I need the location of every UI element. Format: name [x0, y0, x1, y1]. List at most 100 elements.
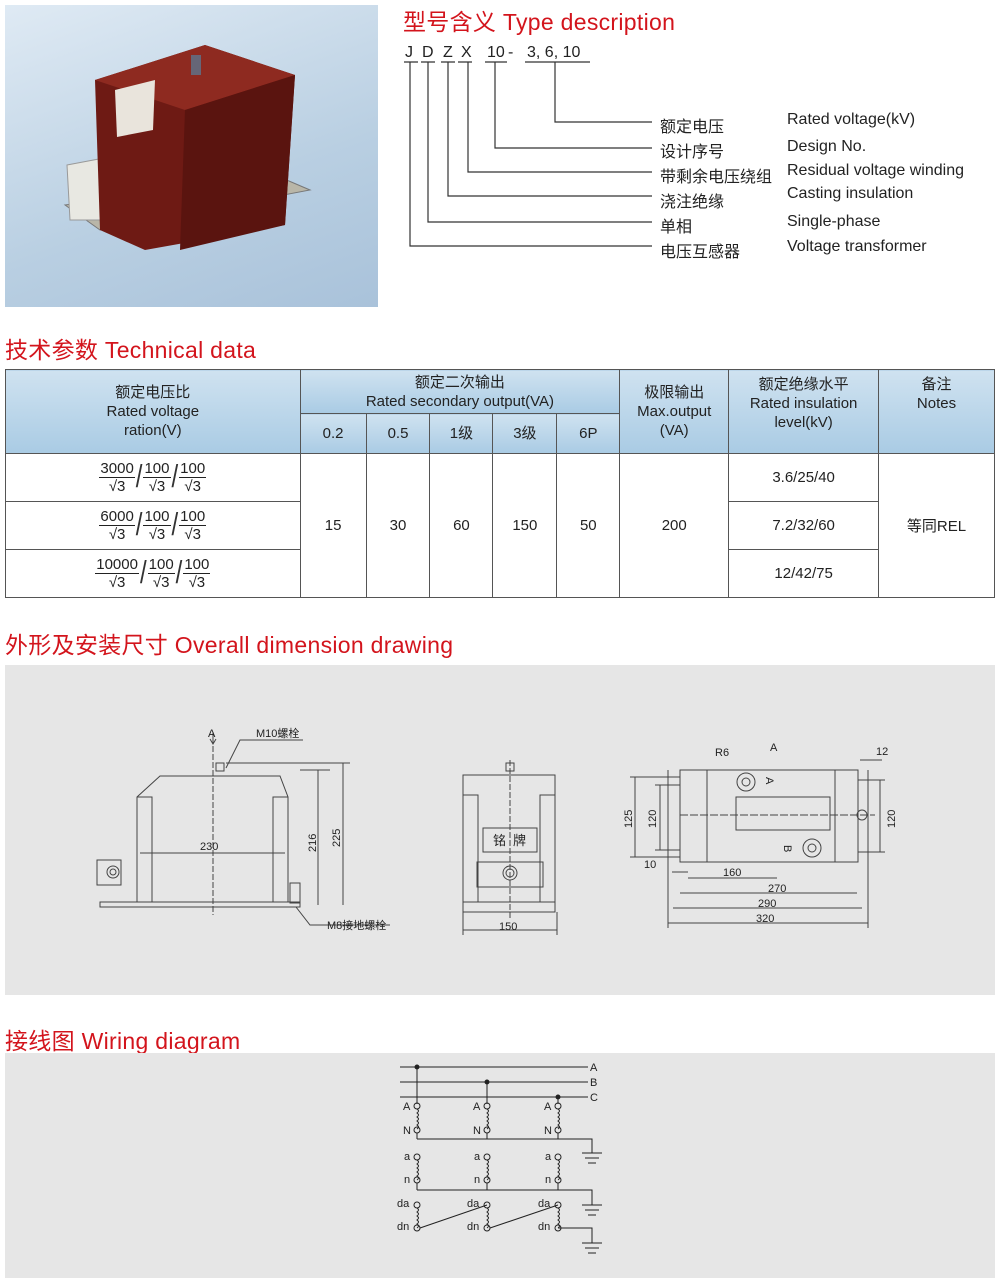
dim-120-right: 120	[886, 810, 898, 828]
table-row: 6000√3/100√3/100√3 7.2/32/60	[5, 501, 995, 550]
winding-coil	[416, 1159, 419, 1181]
product-photo	[5, 5, 378, 307]
desc-cn: 额定电压	[660, 119, 725, 136]
terminal-label: dn	[397, 1221, 409, 1233]
label-m8-ground-bolt: M8接地螺栓	[327, 918, 386, 932]
dim-230: 230	[200, 841, 218, 853]
terminal-label: dn	[467, 1221, 479, 1233]
terminal-label: a	[474, 1151, 481, 1163]
header-class: 6P	[556, 413, 621, 454]
terminal-label: A	[473, 1101, 481, 1113]
insulation-level: 3.6/25/40	[728, 453, 880, 502]
dim-10: 10	[644, 859, 656, 871]
type-description-heading: 型号含义 Type description	[403, 9, 676, 35]
code-voltage: 3, 6, 10	[527, 44, 581, 61]
desc-cn: 浇注绝缘	[660, 194, 725, 211]
terminal-label: N	[403, 1125, 411, 1137]
voltage-ratio: 3000√3/100√3/100√3	[5, 453, 301, 502]
desc-en: Voltage transformer	[787, 238, 927, 255]
code-dash: -	[508, 44, 514, 61]
terminal	[483, 1153, 491, 1161]
output-1: 60	[429, 453, 494, 598]
insulation-level: 7.2/32/60	[728, 501, 880, 550]
dim-120-left: 120	[647, 810, 659, 828]
insulation-level: 12/42/75	[728, 549, 880, 598]
terminal-label: n	[474, 1174, 480, 1186]
terminal-label: da	[397, 1198, 410, 1210]
desc-en: Single-phase	[787, 213, 881, 230]
bus-a-label: A	[590, 1062, 598, 1074]
terminal	[554, 1153, 562, 1161]
terminal	[413, 1201, 421, 1209]
bus-c-label: C	[590, 1092, 598, 1104]
voltage-ratio: 10000√3/100√3/100√3	[5, 549, 301, 598]
terminal-label: A	[403, 1101, 411, 1113]
header-class: 1级	[429, 413, 494, 454]
terminal-label: N	[473, 1125, 481, 1137]
output-0.5: 30	[365, 453, 431, 598]
winding-coil	[557, 1108, 560, 1130]
terminal-label: N	[544, 1125, 552, 1137]
desc-en: Casting insulation	[787, 185, 914, 202]
header-class: 3级	[492, 413, 558, 454]
winding-coil	[486, 1108, 489, 1130]
dim-12: 12	[876, 746, 888, 758]
front-view	[462, 760, 558, 935]
desc-cn: 设计序号	[660, 144, 725, 161]
dim-150: 150	[499, 921, 517, 933]
desc-cn: 单相	[660, 219, 693, 236]
code-10: 10	[487, 44, 505, 61]
output-0.2: 15	[299, 453, 367, 598]
terminal-label: dn	[538, 1221, 550, 1233]
model-code: J D Z X 10 - 3, 6, 10	[403, 44, 603, 66]
desc-en: Design No.	[787, 138, 867, 155]
terminal	[483, 1126, 491, 1134]
dim-290: 290	[758, 898, 776, 910]
winding-coil	[486, 1159, 489, 1181]
ground-icon	[582, 1242, 602, 1254]
terminal-label: a	[404, 1151, 411, 1163]
nameplate-char: 铭	[493, 833, 506, 848]
desc-en: Rated voltage(kV)	[787, 111, 916, 128]
table-row: 3000√3/100√3/100√3 15 30 60 150 50 200 3…	[5, 453, 995, 598]
label-a: A	[208, 728, 216, 740]
terminal-a: A	[763, 777, 775, 785]
dimension-drawing: A M10螺栓 M8接地螺栓 230 216 225 铭 牌 150 R6 A …	[96, 726, 898, 935]
side-view	[96, 732, 390, 926]
winding-coil	[486, 1207, 489, 1229]
notes: 等同REL	[878, 453, 995, 598]
terminal-label: n	[404, 1174, 410, 1186]
dim-125: 125	[623, 810, 635, 828]
winding-coil	[416, 1108, 419, 1130]
code-d: D	[422, 44, 434, 61]
dim-270: 270	[768, 883, 786, 895]
dimension-heading: 外形及安装尺寸 Overall dimension drawing	[5, 632, 454, 658]
terminal	[413, 1153, 421, 1161]
ground-icon	[582, 1204, 602, 1216]
dim-225: 225	[331, 829, 343, 847]
top-view	[630, 759, 885, 928]
dim-160: 160	[723, 867, 741, 879]
code-z: Z	[443, 44, 453, 61]
desc-en: Residual voltage winding	[787, 162, 964, 179]
terminal-label: da	[538, 1198, 551, 1210]
label-r6: R6	[715, 747, 729, 759]
label-m10-bolt: M10螺栓	[256, 726, 299, 740]
max-output: 200	[619, 453, 730, 598]
winding-coil	[557, 1207, 560, 1229]
desc-cn: 电压互感器	[660, 244, 741, 261]
output-6p: 50	[556, 453, 621, 598]
technical-data-heading: 技术参数 Technical data	[5, 337, 257, 363]
terminal-b: B	[781, 845, 793, 852]
terminal	[554, 1126, 562, 1134]
transformer-image	[63, 45, 312, 250]
code-j: J	[405, 44, 413, 61]
ground-icon	[582, 1152, 602, 1164]
dimension-drawing-panel: A M10螺栓 M8接地螺栓 230 216 225 铭 牌 150 R6 A …	[5, 665, 995, 995]
terminal-label: da	[467, 1198, 480, 1210]
header-class: 0.5	[365, 413, 431, 454]
winding-coil	[557, 1159, 560, 1181]
